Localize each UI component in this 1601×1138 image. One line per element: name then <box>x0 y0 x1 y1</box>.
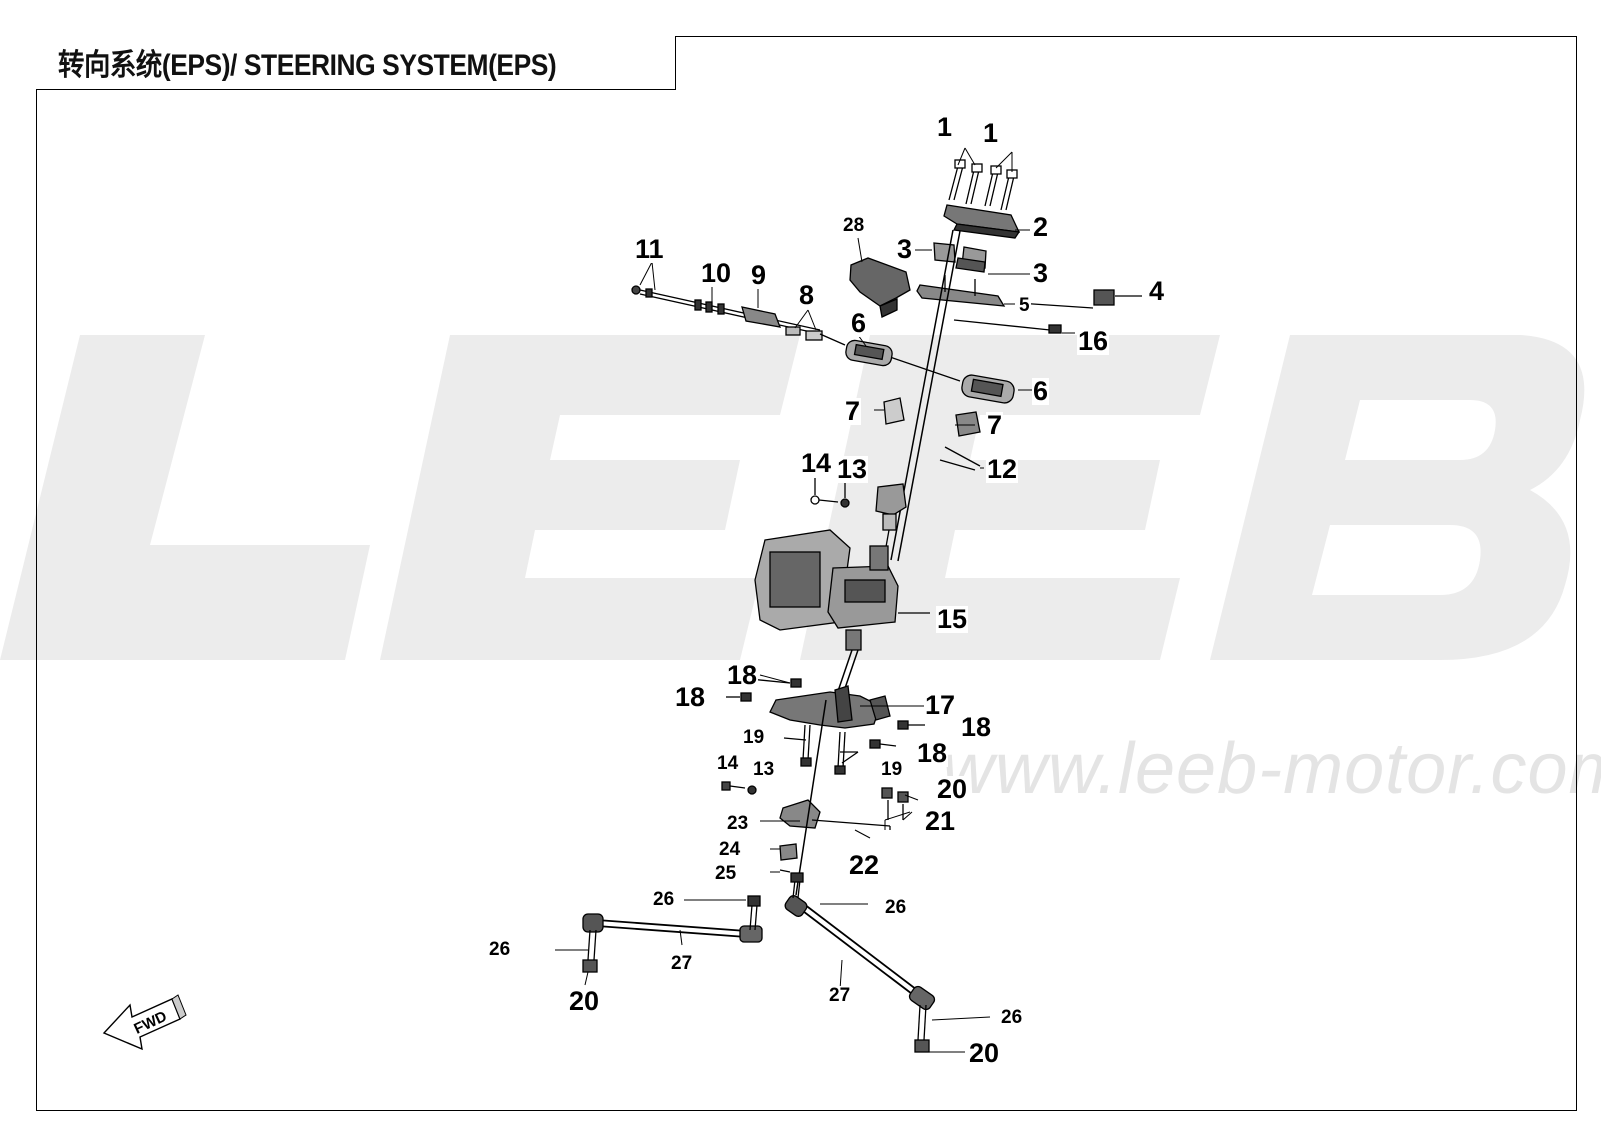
tie-rod-right <box>784 872 936 1053</box>
callout-12: 12 <box>986 454 1019 484</box>
callout-20c: 20 <box>968 1038 1001 1068</box>
callout-18c: 18 <box>960 712 993 742</box>
callout-5: 5 <box>1018 295 1031 316</box>
leader-lines <box>555 147 1140 1053</box>
watermark-url: www.leeb-motor.com <box>942 729 1601 809</box>
callout-1b: 1 <box>982 118 1000 148</box>
connector <box>1093 289 1142 306</box>
diagram-frame <box>36 36 1577 1111</box>
callout-18d: 18 <box>916 738 949 768</box>
mount-bracket <box>769 685 891 729</box>
callout-11: 11 <box>634 234 665 264</box>
callout-8: 8 <box>798 280 816 310</box>
callout-28: 28 <box>842 215 866 236</box>
callout-19b: 19 <box>880 759 904 780</box>
grips <box>845 339 1015 404</box>
callout-13a: 13 <box>836 454 869 484</box>
washer-pin <box>779 843 798 873</box>
title-box <box>36 36 676 90</box>
callout-18a: 18 <box>726 660 759 690</box>
bolt-group-1 <box>948 159 1018 211</box>
callout-13b: 13 <box>752 759 776 780</box>
nuts-20-upper <box>881 787 909 820</box>
callout-26d: 26 <box>1000 1007 1024 1028</box>
callout-18b: 18 <box>674 682 707 712</box>
lower-clamp <box>916 275 1006 307</box>
bracket <box>849 257 911 318</box>
callout-4: 4 <box>1148 276 1166 306</box>
callout-22: 22 <box>848 850 881 880</box>
callout-9: 9 <box>750 260 768 290</box>
callout-20b: 20 <box>568 986 601 1016</box>
callout-26c: 26 <box>488 939 512 960</box>
small-bolt-upper <box>810 478 850 508</box>
callout-6b: 6 <box>1032 376 1050 406</box>
callout-27b: 27 <box>828 985 852 1006</box>
callout-24: 24 <box>718 839 742 860</box>
callout-20a: 20 <box>936 774 969 804</box>
small-bolt-lower <box>721 781 757 795</box>
callout-23: 23 <box>726 813 750 834</box>
callout-14a: 14 <box>800 448 833 478</box>
callout-14b: 14 <box>716 753 740 774</box>
upper-clamp <box>943 204 1021 239</box>
callout-6a: 6 <box>850 308 868 338</box>
callout-10: 10 <box>700 258 733 288</box>
bolts-19 <box>783 724 859 775</box>
callout-27a: 27 <box>670 953 694 974</box>
eps-unit <box>754 529 930 651</box>
pitman-arm <box>779 799 891 830</box>
page-title: 转向系统(EPS)/ STEERING SYSTEM(EPS) <box>58 49 557 82</box>
callout-3a: 3 <box>896 234 914 264</box>
universal-joint <box>875 483 907 559</box>
callout-26a: 26 <box>652 889 676 910</box>
callout-19a: 19 <box>742 727 766 748</box>
forward-direction-arrow: FWD <box>102 994 187 1051</box>
caps <box>883 397 981 437</box>
callout-2: 2 <box>1032 212 1050 242</box>
bushings <box>933 242 987 273</box>
callout-7b: 7 <box>986 410 1004 440</box>
callout-15: 15 <box>936 604 969 634</box>
callout-26b: 26 <box>884 897 908 918</box>
callout-1a: 1 <box>936 112 954 142</box>
callout-25: 25 <box>714 863 738 884</box>
callout-7a: 7 <box>844 396 862 426</box>
callout-16: 16 <box>1077 326 1110 356</box>
tie-rod-left <box>582 895 763 973</box>
callout-21: 21 <box>924 806 957 836</box>
handle-bolt-assembly <box>631 285 961 382</box>
callout-3b: 3 <box>1032 258 1050 288</box>
callout-17: 17 <box>924 690 957 720</box>
pins <box>939 446 981 471</box>
